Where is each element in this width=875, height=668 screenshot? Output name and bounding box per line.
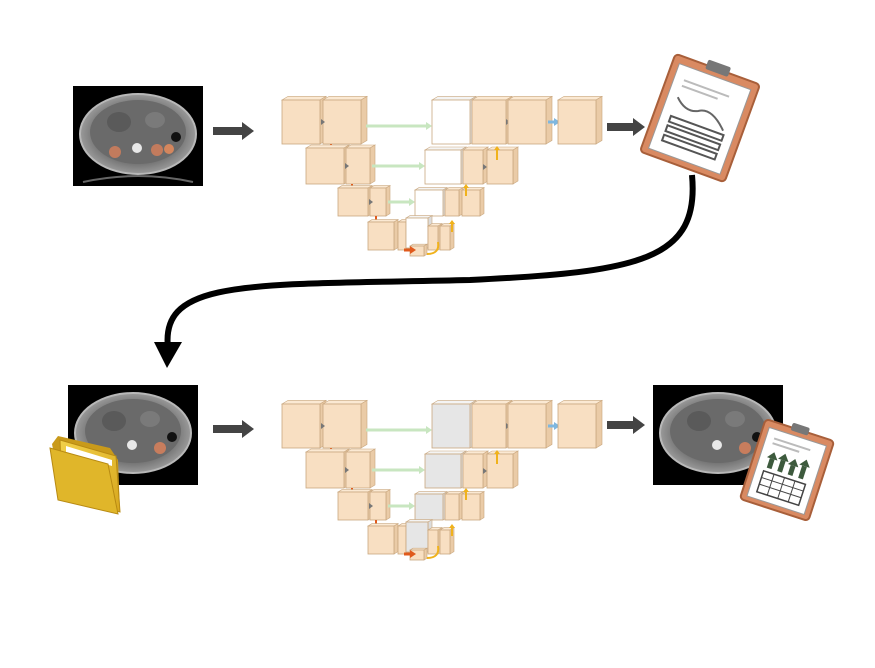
pool-marker (483, 468, 487, 474)
flow-arrow-icon (607, 118, 645, 136)
decoder-block (506, 95, 554, 145)
pool-marker (321, 119, 325, 125)
upsample-arrow (426, 241, 440, 255)
flow-arrow-icon (213, 420, 254, 438)
concat-block (423, 146, 468, 185)
encoder-block (344, 448, 377, 489)
encoder-block (304, 144, 351, 185)
decoder-block (485, 450, 520, 489)
encoder-block (321, 95, 369, 145)
encoder-block (368, 185, 392, 217)
clipboard-bar-report-icon (739, 418, 835, 522)
ct-image-input-2 (68, 385, 198, 485)
pool-marker (369, 503, 373, 509)
encoder-block (366, 219, 400, 251)
encoder-block (336, 489, 374, 521)
decoder-block (485, 146, 520, 185)
encoder-block (344, 144, 377, 185)
pool-marker (483, 164, 487, 170)
clipboard-report-icon (640, 53, 760, 183)
concat-block (430, 399, 478, 449)
encoder-block (321, 399, 369, 449)
encoder-block (366, 523, 400, 555)
decoder-block (460, 491, 486, 521)
ct-image-input-1 (73, 86, 203, 186)
encoder-block (280, 399, 328, 449)
concat-block (430, 95, 478, 145)
decoder-block (506, 399, 554, 449)
concat-block (413, 187, 449, 217)
concat-block (413, 491, 449, 521)
folder-icon (49, 436, 121, 515)
bottleneck-block (408, 243, 429, 257)
flow-arrow-icon (213, 122, 254, 140)
output-block (556, 399, 604, 449)
encoder-block (304, 448, 351, 489)
output-block (556, 95, 604, 145)
encoder-block (336, 185, 374, 217)
flow-arrow-icon (607, 416, 645, 434)
pool-marker (369, 199, 373, 205)
pool-marker (345, 467, 349, 473)
decoder-block (443, 491, 465, 521)
concat-block (423, 450, 468, 489)
decoder-block (461, 450, 490, 489)
pool-marker (321, 423, 325, 429)
unet-model-2 (280, 399, 604, 561)
encoder-block (280, 95, 328, 145)
decoder-block (460, 187, 486, 217)
pool-marker (345, 163, 349, 169)
encoder-block (368, 489, 392, 521)
curved-connector-arrow (154, 174, 696, 368)
decoder-block (443, 187, 465, 217)
unet-model-1 (280, 95, 604, 257)
upsample-arrow (426, 545, 440, 559)
tumor-marker (109, 146, 121, 158)
